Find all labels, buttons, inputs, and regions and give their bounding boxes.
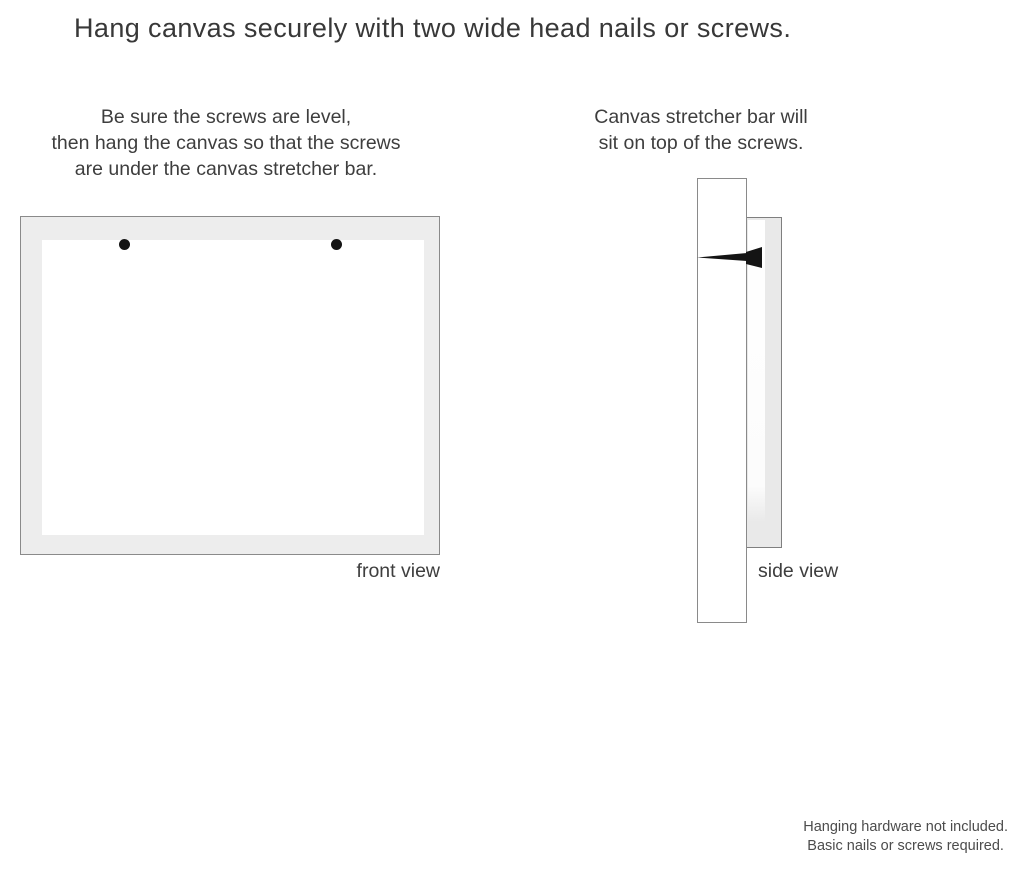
side-view-canvas-face bbox=[748, 220, 765, 522]
front-view-instruction-note: Be sure the screws are level, then hang … bbox=[26, 105, 426, 182]
front-view-canvas-face bbox=[42, 240, 424, 535]
nail-shaft bbox=[697, 253, 747, 261]
side-view-wall-bar bbox=[697, 178, 747, 623]
hardware-disclaimer-note: Hanging hardware not included. Basic nai… bbox=[803, 818, 1008, 856]
side-view-instruction-note: Canvas stretcher bar will sit on top of … bbox=[551, 105, 851, 157]
nail-head bbox=[746, 247, 762, 268]
disclaimer-line: Basic nails or screws required. bbox=[807, 838, 1004, 854]
instruction-line: then hang the canvas so that the screws bbox=[51, 131, 401, 154]
screw-right-icon bbox=[331, 239, 342, 250]
screw-left-icon bbox=[119, 239, 130, 250]
instruction-line: Be sure the screws are level, bbox=[100, 106, 352, 128]
side-view-canvas bbox=[746, 217, 782, 548]
disclaimer-line: Hanging hardware not included. bbox=[803, 819, 1008, 835]
instruction-line: Canvas stretcher bar will bbox=[594, 106, 808, 128]
page-title: Hang canvas securely with two wide head … bbox=[74, 13, 792, 43]
instruction-line: are under the canvas stretcher bar. bbox=[74, 157, 378, 180]
front-view-label: front view bbox=[356, 560, 440, 582]
side-view-label: side view bbox=[758, 560, 839, 582]
nail-icon bbox=[697, 247, 762, 268]
instruction-line: sit on top of the screws. bbox=[598, 131, 804, 154]
